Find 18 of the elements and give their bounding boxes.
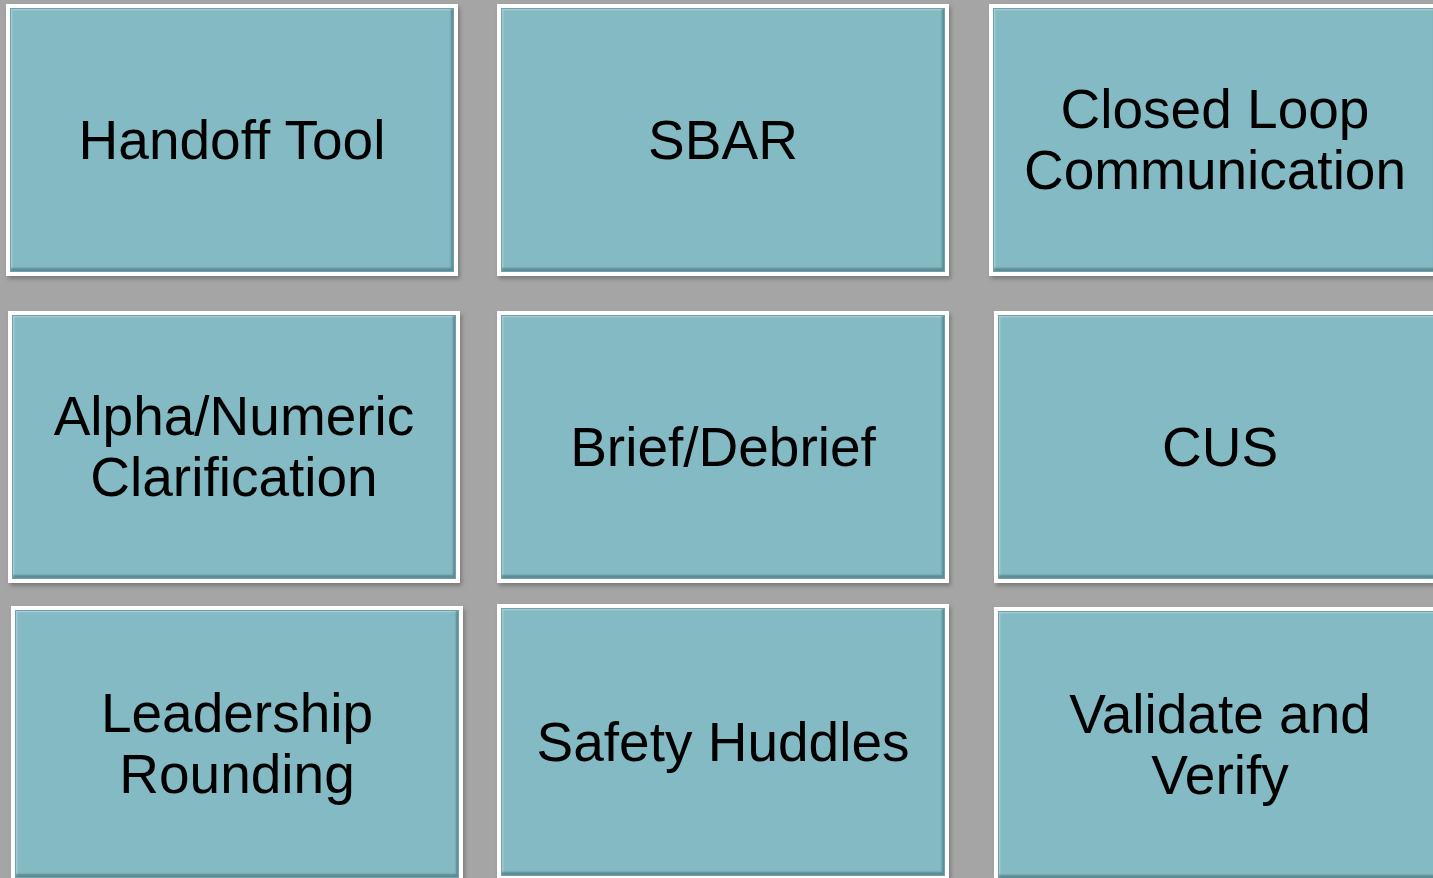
process-box <box>497 4 949 276</box>
box-label: Safety Huddles <box>536 711 910 773</box>
process-box <box>11 606 463 878</box>
box-label: Leadership Rounding <box>99 683 375 805</box>
box-label: CUS <box>1161 416 1279 478</box>
process-box <box>994 607 1433 878</box>
process-box <box>497 604 949 878</box>
process-box <box>989 4 1433 276</box>
box-label: Validate and Verify <box>1068 684 1372 806</box>
process-box <box>6 4 458 276</box>
box-label: Handoff Tool <box>78 109 386 171</box>
box-label: Brief/Debrief <box>570 416 876 478</box>
process-box <box>8 311 460 583</box>
process-box <box>497 311 949 583</box>
box-label: Alpha/Numeric Clarification <box>52 386 416 508</box>
box-label: SBAR <box>648 109 798 171</box>
box-label: Closed Loop Communication <box>1022 79 1408 201</box>
process-box <box>994 311 1433 583</box>
